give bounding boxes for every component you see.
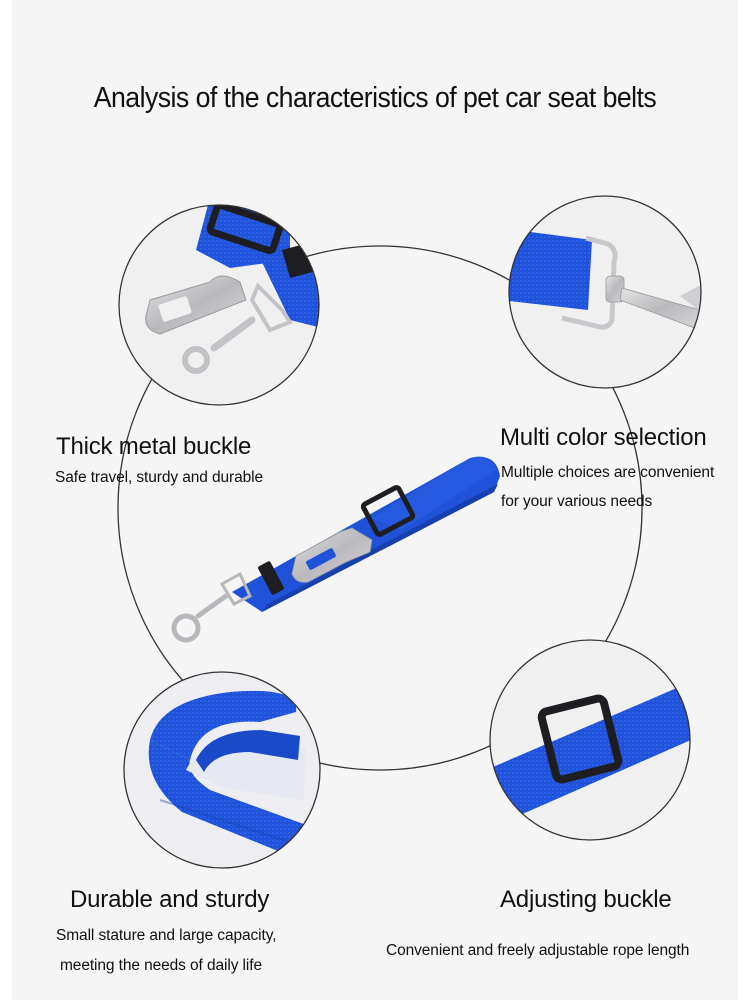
page-title: Analysis of the characteristics of pet c… (93, 82, 657, 114)
feature-desc-durable-line1: Small stature and large capacity, (56, 927, 277, 944)
swivel-hook-closeup (508, 195, 702, 389)
rolled-webbing-closeup (123, 671, 321, 869)
center-product-image (171, 456, 500, 643)
feature-desc-multi-color-line2: for your various needs (501, 493, 653, 510)
connector-circle (117, 245, 643, 771)
feature-title-metal-buckle: Thick metal buckle (56, 433, 252, 460)
feature-desc-multi-color-line1: Multiple choices are convenient (501, 464, 715, 481)
adjuster-slider-closeup (489, 639, 691, 841)
feature-title-adjusting-buckle: Adjusting buckle (500, 886, 672, 913)
metal-buckle-closeup (118, 204, 320, 406)
feature-desc-adjusting-buckle: Convenient and freely adjustable rope le… (386, 942, 690, 959)
feature-title-durable: Durable and sturdy (70, 886, 270, 913)
feature-title-multi-color: Multi color selection (500, 424, 707, 451)
feature-desc-metal-buckle: Safe travel, sturdy and durable (55, 469, 263, 486)
feature-desc-durable-line2: meeting the needs of daily life (60, 957, 262, 974)
